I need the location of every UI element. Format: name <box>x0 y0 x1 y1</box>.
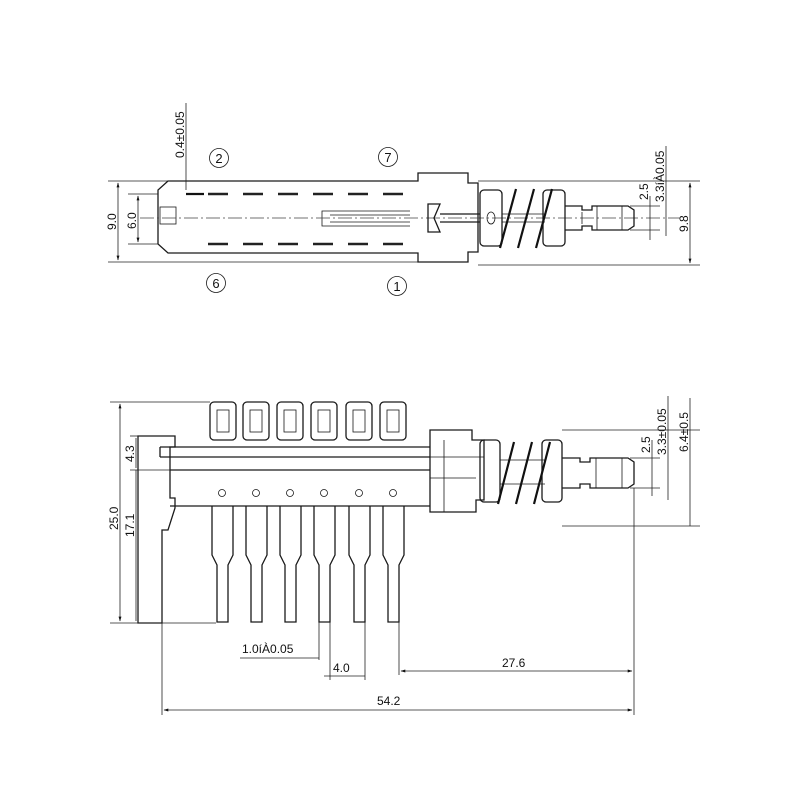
pin-5 <box>345 401 373 623</box>
dim-top-9: 9.0 <box>105 213 119 230</box>
side-pins <box>209 401 407 623</box>
top-collar-left <box>479 189 503 247</box>
top-shaft <box>440 213 480 223</box>
svg-text:7: 7 <box>384 150 391 165</box>
pin-4 <box>310 401 338 623</box>
side-collar-right <box>541 439 563 503</box>
pin-6 <box>379 401 407 623</box>
dim-side-54-2: 54.2 <box>377 694 401 708</box>
top-end-slot <box>159 206 177 225</box>
dim-side-27-6: 27.6 <box>502 656 526 670</box>
side-housing <box>429 429 485 513</box>
dim-side-pin-width: 1.0íÀ0.05 <box>242 641 294 656</box>
dim-side-17-1: 17.1 <box>123 513 137 537</box>
dim-side-4-3: 4.3 <box>123 445 137 462</box>
dim-side-3-3: 3.3±0.05 <box>655 408 669 455</box>
dim-top-3-3: 3.3íÀ0.05 <box>652 150 667 202</box>
top-stem <box>565 205 635 231</box>
top-spring <box>498 188 554 249</box>
dim-top-9-8: 9.8 <box>677 215 691 232</box>
pin-label-1: 1 <box>387 276 407 296</box>
side-spring <box>496 441 552 505</box>
top-latch <box>427 203 441 233</box>
pin-label-6: 6 <box>206 273 226 293</box>
top-slider-slot <box>321 210 410 227</box>
svg-text:6: 6 <box>212 276 219 291</box>
dim-top-tolerance: 0.4±0.05 <box>173 111 187 158</box>
top-body-outline <box>157 172 479 263</box>
dim-top-2-5: 2.5 <box>637 183 651 200</box>
side-flange <box>137 435 176 624</box>
top-view: 2 7 6 1 0.4±0.05 9.0 6.0 2.5 3 <box>105 103 700 296</box>
svg-text:2: 2 <box>215 151 222 166</box>
pin-1 <box>209 401 237 623</box>
dim-side-6-4: 6.4±0.5 <box>677 412 691 452</box>
side-view: 25.0 4.3 17.1 2.5 3.3±0.05 6.4±0.5 1.0íÀ… <box>107 396 700 715</box>
pin-label-2: 2 <box>209 148 229 168</box>
dim-side-pitch: 4.0 <box>333 661 350 675</box>
side-collar-left <box>479 439 501 503</box>
dim-side-25: 25.0 <box>107 506 121 530</box>
side-stem <box>562 457 635 489</box>
dim-side-2-5: 2.5 <box>639 436 653 453</box>
svg-text:1: 1 <box>393 279 400 294</box>
pin-label-7: 7 <box>378 147 398 167</box>
pin-3 <box>276 401 304 623</box>
dim-top-6: 6.0 <box>125 212 139 229</box>
pin-2 <box>242 401 270 623</box>
